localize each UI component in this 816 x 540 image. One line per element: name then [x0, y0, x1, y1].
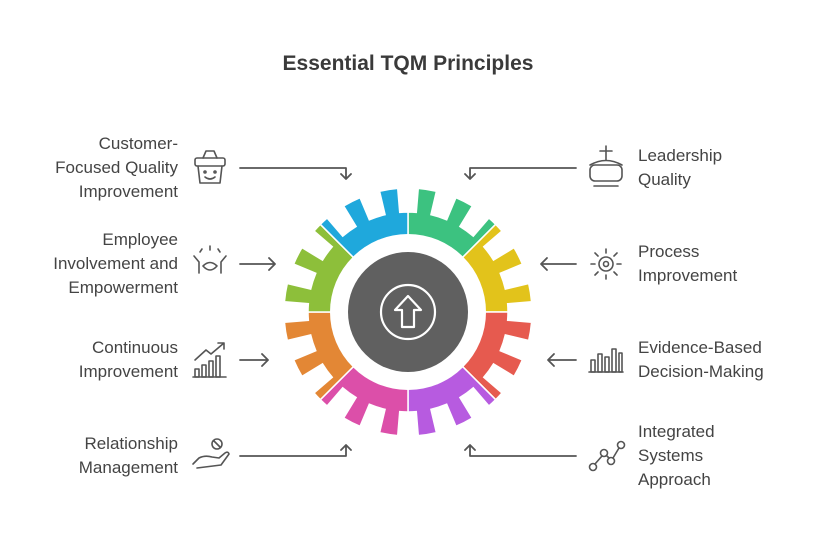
- principle-label-line: Continuous: [91, 338, 178, 357]
- arrow-continuous-improvement: [239, 353, 269, 367]
- arrow-relationship-management: [239, 444, 352, 457]
- arrow-process-improvement: [540, 257, 577, 271]
- basket-smile-icon: [194, 150, 226, 184]
- connected-nodes-icon: [588, 440, 626, 472]
- principle-label-line: Process: [638, 242, 700, 261]
- arrow-evidence-based: [547, 353, 577, 367]
- principle-label-line: Systems: [638, 446, 704, 465]
- arrow-employee-involvement: [239, 257, 276, 271]
- principle-label-line: Decision-Making: [638, 362, 764, 381]
- principle-label-line: Leadership: [638, 146, 723, 165]
- gear-sun-icon: [590, 248, 622, 280]
- principle-label-line: Employee: [102, 230, 178, 249]
- principle-label-line: Quality: [638, 170, 691, 189]
- principle-label-line: Relationship: [84, 434, 178, 453]
- principle-label-line: Improvement: [78, 182, 178, 201]
- arrow-leadership-quality: [464, 167, 577, 180]
- arrow-customer-focused: [239, 167, 352, 180]
- principle-label-line: Empowerment: [68, 278, 178, 297]
- principle-label-line: Integrated: [638, 422, 715, 441]
- principle-label-line: Improvement: [78, 362, 178, 381]
- gear-hub: [348, 252, 468, 372]
- crown-icon: [589, 145, 623, 187]
- arrow-integrated-systems: [464, 444, 577, 457]
- arrow-up-circle-icon: [379, 283, 437, 341]
- hand-person-icon: [192, 438, 230, 469]
- principle-label-line: Approach: [638, 470, 711, 489]
- diagram-title: Essential TQM Principles: [282, 52, 534, 75]
- principle-label-line: Improvement: [638, 266, 738, 285]
- principle-label-line: Involvement and: [53, 254, 178, 273]
- handshake-icon: [193, 245, 227, 274]
- principle-label-line: Focused Quality: [55, 158, 178, 177]
- principle-label-line: Management: [78, 458, 178, 477]
- bar-chart-icon: [588, 348, 624, 373]
- principle-label-line: Evidence-Based: [638, 338, 762, 357]
- growth-chart-icon: [192, 342, 227, 378]
- principle-label-line: Customer-: [98, 134, 178, 153]
